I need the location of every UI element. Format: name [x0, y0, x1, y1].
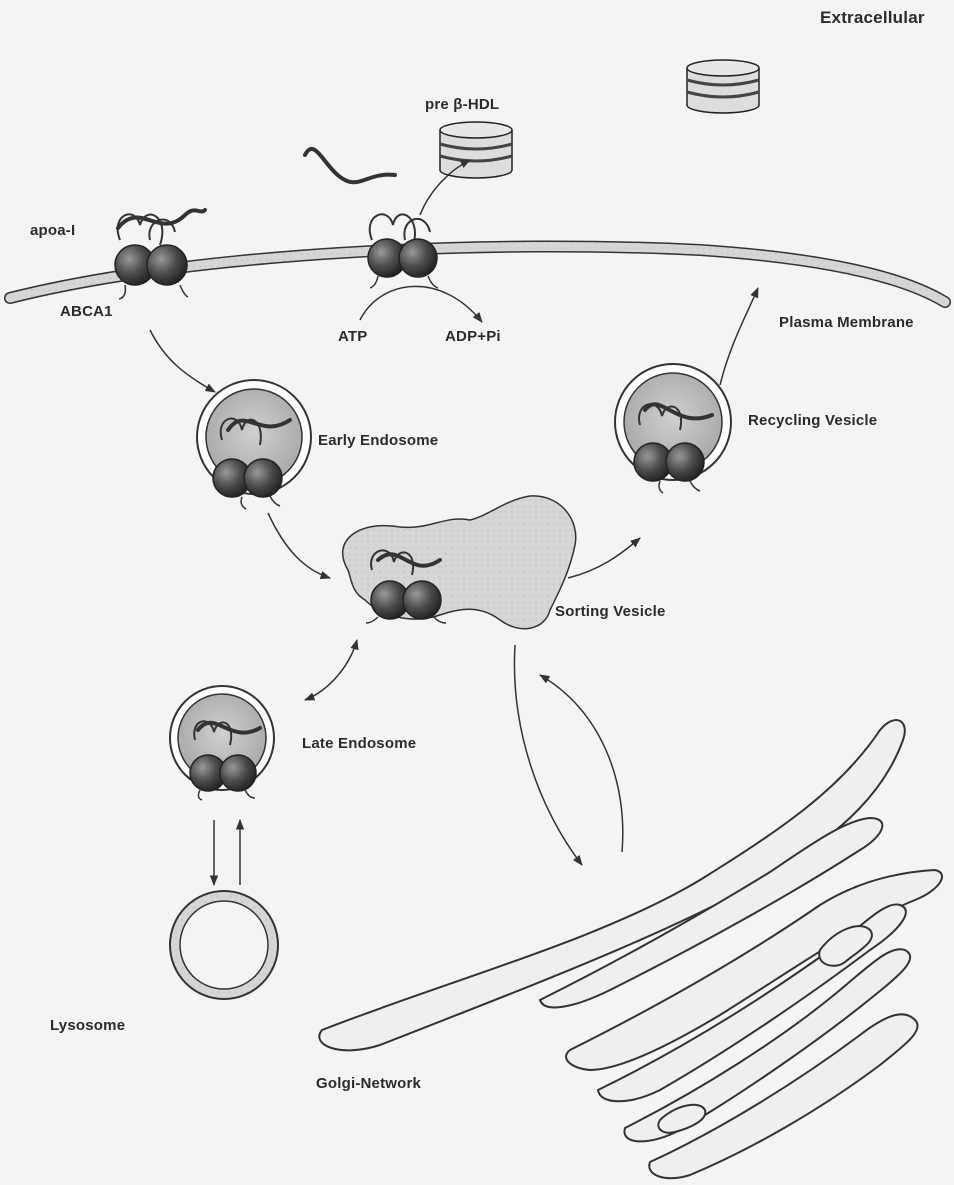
- arrow-sorting-to-recycling: [568, 538, 640, 578]
- hdl-disc-released: [687, 60, 759, 113]
- pre-beta-hdl-disc: [440, 122, 512, 178]
- early-endosome: [197, 380, 311, 509]
- arrow-sorting-to-golgi: [514, 645, 582, 865]
- arrow-membrane-to-early-endosome: [150, 330, 215, 392]
- apoa-i-free-strand: [305, 149, 395, 182]
- label-apoa-i: apoa-I: [30, 222, 75, 239]
- label-extracellular: Extracellular: [820, 8, 925, 28]
- arrow-recycling-to-membrane: [720, 288, 758, 385]
- label-golgi-network: Golgi-Network: [316, 1075, 421, 1092]
- lysosome: [170, 891, 278, 999]
- label-sorting-vesicle: Sorting Vesicle: [555, 603, 666, 620]
- label-pre-beta-hdl: pre β-HDL: [425, 96, 499, 113]
- late-endosome: [170, 686, 274, 800]
- label-atp: ATP: [338, 328, 368, 345]
- arrow-early-to-sorting: [268, 513, 330, 578]
- sorting-vesicle: [343, 496, 576, 629]
- label-early-endosome: Early Endosome: [318, 432, 438, 449]
- label-lysosome: Lysosome: [50, 1017, 125, 1034]
- abca1-transporter-middle: [305, 149, 438, 288]
- label-adp-pi: ADP+Pi: [445, 328, 501, 345]
- recycling-vesicle: [615, 364, 731, 493]
- label-abca1: ABCA1: [60, 303, 113, 320]
- label-recycling-vesicle: Recycling Vesicle: [748, 412, 877, 429]
- abca1-transporter-membrane: [115, 210, 205, 299]
- arrow-atp-to-adp: [360, 286, 482, 322]
- arrow-golgi-to-sorting: [540, 675, 623, 852]
- arrow-sorting-late-endosome: [305, 640, 357, 700]
- label-late-endosome: Late Endosome: [302, 735, 416, 752]
- label-plasma-membrane: Plasma Membrane: [779, 314, 914, 331]
- golgi-network: [319, 720, 942, 1178]
